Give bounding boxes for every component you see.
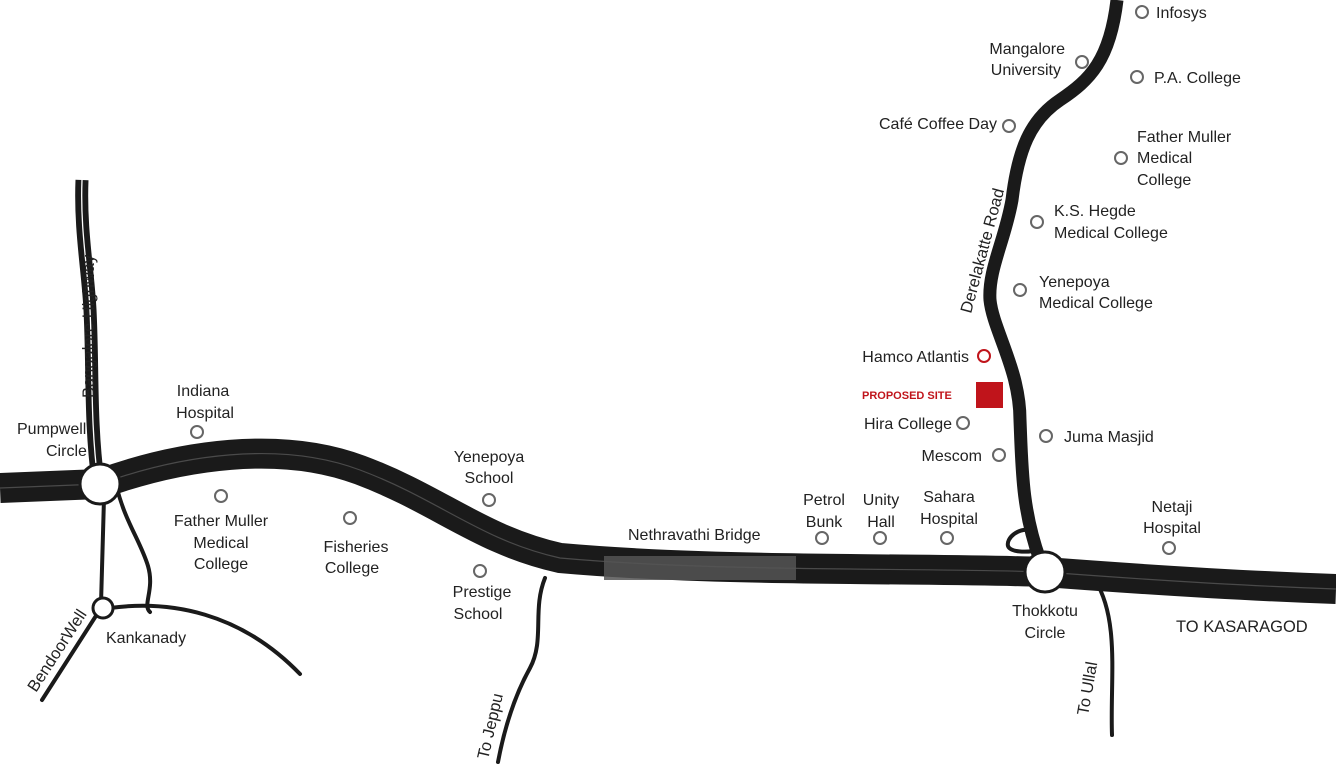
yenepoya-medical-marker[interactable]: [1013, 283, 1027, 297]
yenepoya-school-marker[interactable]: [482, 493, 496, 507]
ks-hegde-marker[interactable]: [1030, 215, 1044, 229]
road-to-ullal: [1093, 578, 1115, 737]
netaji-hospital-label-line2: Hospital: [1143, 520, 1201, 537]
bangalore-highway-label: Bangalore Highway: [80, 254, 98, 398]
mangalore-university-label-line2: University: [991, 62, 1061, 79]
indiana-hospital-label-line2: Hospital: [176, 405, 234, 422]
road-thokkotu-slip: [1005, 527, 1042, 554]
infosys-marker[interactable]: [1135, 5, 1149, 19]
juma-masjid-marker[interactable]: [1039, 429, 1053, 443]
mangalore-university-marker[interactable]: [1075, 55, 1089, 69]
road-kankanady-bendoorwell: [40, 606, 103, 702]
ks-hegde-label-line1: K.S. Hegde: [1054, 203, 1136, 220]
father-muller-college-label-line3: College: [194, 556, 248, 573]
petrol-bunk-marker[interactable]: [815, 531, 829, 545]
prestige-school-marker[interactable]: [473, 564, 487, 578]
father-muller-medical-label-line1: Father Muller: [1137, 129, 1232, 146]
thokkotu-circle-marker[interactable]: [1023, 550, 1067, 594]
cafe-coffee-day-marker[interactable]: [1002, 119, 1016, 133]
minor-roads: [40, 482, 1115, 764]
pumpwell-label-line2: Circle: [46, 443, 87, 460]
fisheries-college-marker[interactable]: [343, 511, 357, 525]
fisheries-college-label-line1: Fisheries: [324, 539, 389, 556]
unity-hall-label-line1: Unity: [863, 492, 899, 509]
nethravathi-bridge-deck: [604, 556, 796, 580]
fisheries-college-label-line2: College: [325, 560, 379, 577]
sahara-hospital-marker[interactable]: [940, 531, 954, 545]
infosys-label: Infosys: [1156, 5, 1207, 22]
mangalore-university-label-line1: Mangalore: [989, 41, 1065, 58]
indiana-hospital-label-line1: Indiana: [177, 383, 230, 400]
pumpwell-label-line1: Pumpwell: [17, 421, 86, 438]
bendoorwell-label: BendoorWell: [24, 606, 90, 695]
hamco-atlantis-label: Hamco Atlantis: [862, 349, 969, 366]
nethravathi-bridge-label: Nethravathi Bridge: [628, 527, 761, 544]
road-pumpwell-loop: [114, 482, 153, 614]
prestige-school-label-line1: Prestige: [453, 584, 512, 601]
unity-hall-label-line2: Hall: [867, 514, 895, 531]
ks-hegde-label-line2: Medical College: [1054, 225, 1168, 242]
bangalore-highway: [75, 179, 105, 483]
poi-markers: [190, 5, 1176, 578]
pa-college-label: P.A. College: [1154, 70, 1241, 87]
father-muller-college-label-line2: Medical: [193, 535, 248, 552]
prestige-school-label-line2: School: [454, 606, 503, 623]
road-kankanady-east: [108, 603, 302, 676]
father-muller-medical-marker[interactable]: [1114, 151, 1128, 165]
yenepoya-school-label-line2: School: [465, 470, 514, 487]
road-to-jeppu: [496, 576, 547, 764]
hira-college-label: Hira College: [864, 416, 952, 433]
kankanady-label: Kankanady: [106, 630, 186, 647]
yenepoya-medical-label-line2: Medical College: [1039, 295, 1153, 312]
thokkotu-label-line1: Thokkotu: [1012, 603, 1078, 620]
father-muller-medical-label-line3: College: [1137, 172, 1191, 189]
father-muller-medical-label-line2: Medical: [1137, 150, 1192, 167]
mescom-marker[interactable]: [992, 448, 1006, 462]
cafe-coffee-day-label: Café Coffee Day: [879, 116, 997, 133]
proposed-site-marker[interactable]: [976, 382, 1003, 408]
hamco-atlantis-marker[interactable]: [977, 349, 991, 363]
sahara-hospital-label-line2: Hospital: [920, 511, 978, 528]
netaji-hospital-label-line1: Netaji: [1152, 499, 1193, 516]
indiana-hospital-marker[interactable]: [190, 425, 204, 439]
juma-masjid-label: Juma Masjid: [1064, 429, 1154, 446]
proposed-site-label: PROPOSED SITE: [862, 390, 952, 402]
hira-college-marker[interactable]: [956, 416, 970, 430]
to-ullal-label: To Ullal: [1074, 660, 1101, 716]
pa-college-marker[interactable]: [1130, 70, 1144, 84]
petrol-bunk-label-line2: Bunk: [806, 514, 843, 531]
sahara-hospital-label-line1: Sahara: [923, 489, 975, 506]
petrol-bunk-label-line1: Petrol: [803, 492, 845, 509]
to-kasaragod-label: TO KASARAGOD: [1176, 618, 1308, 636]
netaji-hospital-marker[interactable]: [1162, 541, 1176, 555]
mescom-label: Mescom: [922, 448, 982, 465]
father-muller-college-label-line1: Father Muller: [174, 513, 269, 530]
thokkotu-label-line2: Circle: [1025, 625, 1066, 642]
pumpwell-circle-marker[interactable]: [78, 462, 122, 506]
kankanady-circle-marker[interactable]: [91, 596, 115, 620]
unity-hall-marker[interactable]: [873, 531, 887, 545]
road-pumpwell-kankanady: [99, 496, 106, 606]
main-highway: [0, 438, 1336, 604]
derelakatte-road: [983, 0, 1124, 563]
yenepoya-school-label-line1: Yenepoya: [454, 449, 525, 466]
yenepoya-medical-label-line1: Yenepoya: [1039, 274, 1110, 291]
father-muller-college-marker[interactable]: [214, 489, 228, 503]
